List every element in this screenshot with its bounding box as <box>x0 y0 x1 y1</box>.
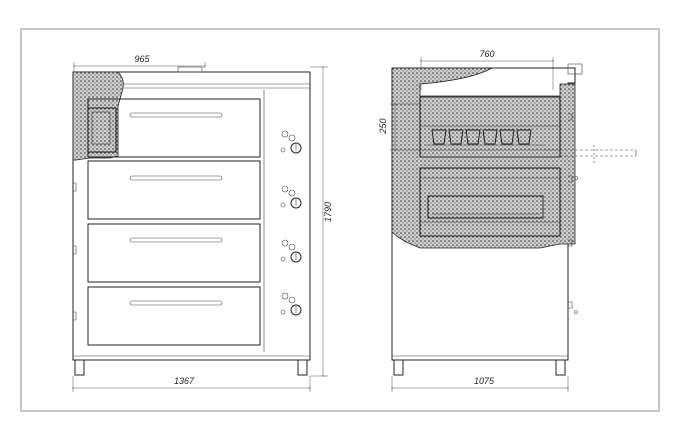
dim-side-base-depth: 1075 <box>474 376 495 386</box>
dim-front-base-width: 1367 <box>174 376 195 386</box>
dim-side-chamber-height: 250 <box>378 118 388 134</box>
side-insulation-cutaway <box>391 67 576 249</box>
dimension-side-chamber: 250 <box>378 102 420 152</box>
drawing-frame <box>20 28 660 412</box>
front-foot-right <box>297 359 308 376</box>
dim-side-top-depth: 760 <box>479 49 494 59</box>
deck-door-3 <box>87 223 261 283</box>
control-panel-3 <box>280 239 302 263</box>
control-panel-2 <box>280 185 302 209</box>
dim-front-top-width: 965 <box>134 54 150 64</box>
control-panel-4 <box>280 292 302 316</box>
side-foot-right <box>555 359 566 376</box>
side-body <box>391 67 576 361</box>
deck-door-4 <box>87 286 261 346</box>
baking-trays <box>426 129 545 146</box>
dimension-front-height: 1790 <box>310 65 333 378</box>
tray-rail-extended <box>560 145 637 164</box>
dim-front-total-height: 1790 <box>323 202 333 222</box>
dimension-front-base: 1367 <box>71 376 312 392</box>
front-foot-left <box>74 359 85 376</box>
side-foot-left <box>393 359 404 376</box>
deck-door-2 <box>87 160 261 220</box>
lower-tray <box>427 195 544 219</box>
dimension-front-top: 965 <box>72 54 207 72</box>
front-view: 965 <box>71 54 333 392</box>
side-view: 760 <box>378 49 637 392</box>
lower-chamber <box>419 167 561 237</box>
upper-chamber <box>419 96 561 158</box>
deck-door-1 <box>87 98 261 158</box>
control-panel-1 <box>280 130 302 154</box>
front-insulation-cutaway <box>72 71 124 161</box>
dimension-side-base: 1075 <box>390 376 570 392</box>
